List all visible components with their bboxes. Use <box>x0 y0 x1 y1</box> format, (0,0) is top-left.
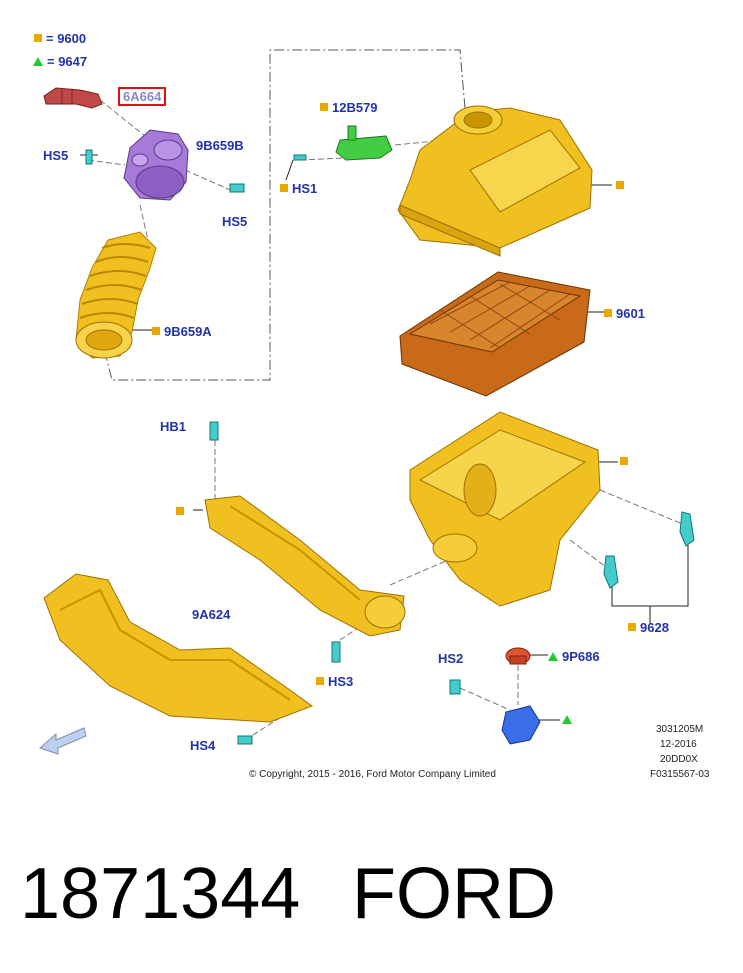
callout-9b659b[interactable]: 9B659B <box>196 138 244 153</box>
air-deflector-9a624 <box>43 573 314 723</box>
callout-hs1-label: HS1 <box>292 181 318 196</box>
callout-hs5-b[interactable]: HS5 <box>222 214 248 229</box>
resonator-9b659b <box>123 129 189 201</box>
callout-12b579-label: 12B579 <box>332 100 378 115</box>
air-filter-9601 <box>399 271 591 397</box>
copyright-text: © Copyright, 2015 - 2016, Ford Motor Com… <box>249 769 496 780</box>
air-intake-duct <box>204 495 406 637</box>
callout-9628-label: 9628 <box>640 620 669 635</box>
triangle-marker-icon <box>33 57 43 66</box>
callout-9b659a-label: 9B659A <box>164 324 212 339</box>
brand-caption: FORD <box>352 854 556 934</box>
square-marker-icon <box>152 327 160 335</box>
legend-square: = 9600 <box>34 31 86 46</box>
square-marker-icon <box>320 103 328 111</box>
callout-9b659a[interactable]: 9B659A <box>152 324 212 339</box>
clip-9628-a <box>679 511 695 547</box>
triangle-marker-icon <box>548 652 558 661</box>
diagram-code-3: 20DD0X <box>660 754 698 765</box>
callout-hs1[interactable]: HS1 <box>280 181 317 196</box>
mounting-bracket <box>501 705 541 745</box>
callout-9601-label: 9601 <box>616 306 645 321</box>
callout-hb1[interactable]: HB1 <box>160 419 187 434</box>
square-marker-cover <box>616 181 624 189</box>
square-marker-icon <box>316 677 324 685</box>
callout-9601[interactable]: 9601 <box>604 306 645 321</box>
callout-9p686-label: 9P686 <box>562 649 600 664</box>
mass-air-flow-sensor-12b579 <box>335 125 393 161</box>
front-direction-arrow <box>39 727 87 755</box>
fasteners <box>85 149 461 745</box>
callout-12b579[interactable]: 12B579 <box>320 100 378 115</box>
hose-6a664 <box>43 87 103 109</box>
part-number-caption: 1871344 <box>20 854 301 934</box>
callout-hs2[interactable]: HS2 <box>438 651 464 666</box>
clip-9628-b <box>603 555 619 589</box>
square-marker-duct <box>176 507 184 515</box>
air-cleaner-box <box>409 411 601 607</box>
air-cleaner-cover <box>397 105 593 257</box>
callout-9a624[interactable]: 9A624 <box>192 607 231 622</box>
legend-triangle-label: = 9647 <box>47 54 88 69</box>
callout-hs3[interactable]: HS3 <box>316 674 353 689</box>
callout-hs5-a[interactable]: HS5 <box>43 148 69 163</box>
callout-9p686[interactable]: 9P686 <box>548 649 600 664</box>
bellows-hose-9b659a <box>75 231 157 359</box>
legend-triangle: = 9647 <box>33 54 87 69</box>
square-marker-icon <box>34 34 42 42</box>
square-marker-icon <box>280 184 288 192</box>
callout-6a664[interactable]: 6A664 <box>118 87 167 106</box>
diagram-code-4: F0315567-03 <box>650 769 710 780</box>
square-marker-box <box>620 457 628 465</box>
square-marker-icon <box>604 309 612 317</box>
solid-leaders <box>80 154 689 721</box>
square-marker-icon <box>628 623 636 631</box>
triangle-marker-bracket <box>562 715 572 724</box>
diagram-code-2: 12-2016 <box>660 739 697 750</box>
group-boundary-line <box>104 49 466 381</box>
callout-hs4[interactable]: HS4 <box>190 738 216 753</box>
callout-hs3-label: HS3 <box>328 674 354 689</box>
grommet-9p686 <box>505 647 531 665</box>
callout-9628[interactable]: 9628 <box>628 620 669 635</box>
diagram-code-1: 3031205M <box>656 724 704 735</box>
legend-square-label: = 9600 <box>46 31 87 46</box>
